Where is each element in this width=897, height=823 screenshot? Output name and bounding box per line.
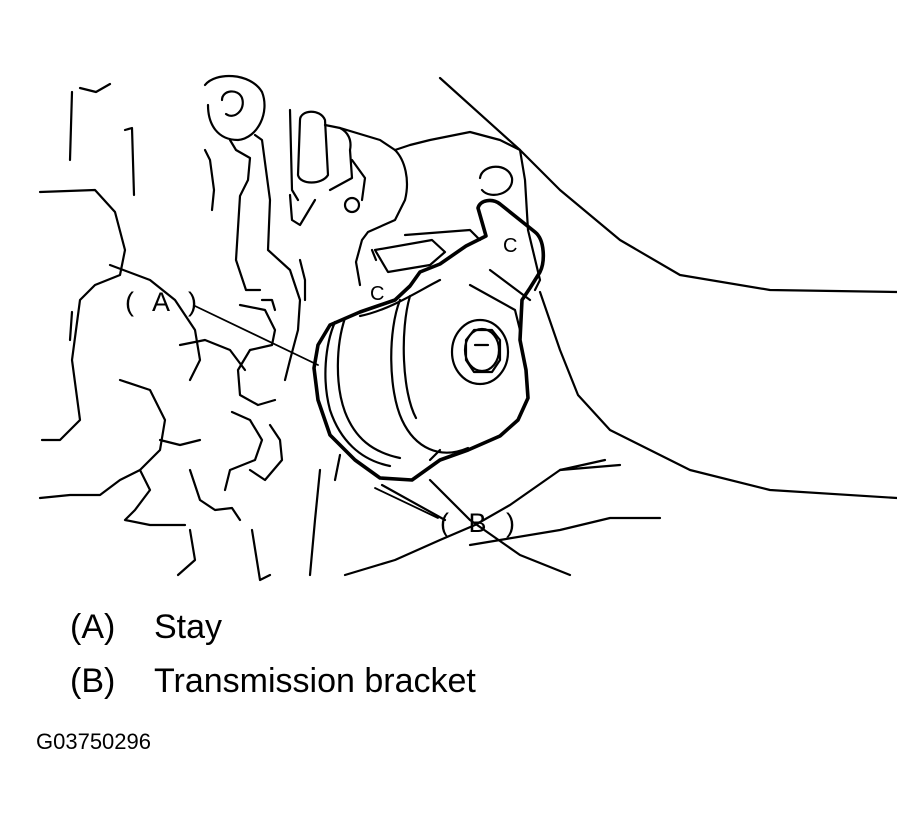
shaft (288, 108, 397, 227)
stay-mark: C (370, 283, 384, 305)
legend-text: Transmission bracket (154, 662, 476, 700)
leader-line-b (374, 487, 439, 519)
bracket-mark: C (503, 235, 517, 257)
callout-a-label: ( A ) (125, 287, 204, 317)
mount-illustration: C C (38, 74, 897, 582)
legend-item-transmission-bracket: (B) Transmission bracket (70, 662, 476, 701)
callout-b-label: ( B ) (440, 508, 521, 538)
leader-line-a (194, 305, 319, 366)
stay-bracket (354, 130, 542, 292)
legend-item-stay: (A) Stay (70, 608, 222, 647)
stay-outline (312, 198, 546, 482)
engine-block-outline (38, 74, 307, 582)
legend-text: Stay (154, 608, 223, 646)
legend-key: (A) (70, 608, 116, 646)
figure-id: G03750296 (36, 729, 151, 754)
leader-lines (194, 305, 439, 519)
legend-key: (B) (70, 662, 116, 700)
transmission-case-outline (308, 76, 897, 577)
mount-cylinder (324, 268, 532, 468)
center-bolt (450, 318, 510, 386)
